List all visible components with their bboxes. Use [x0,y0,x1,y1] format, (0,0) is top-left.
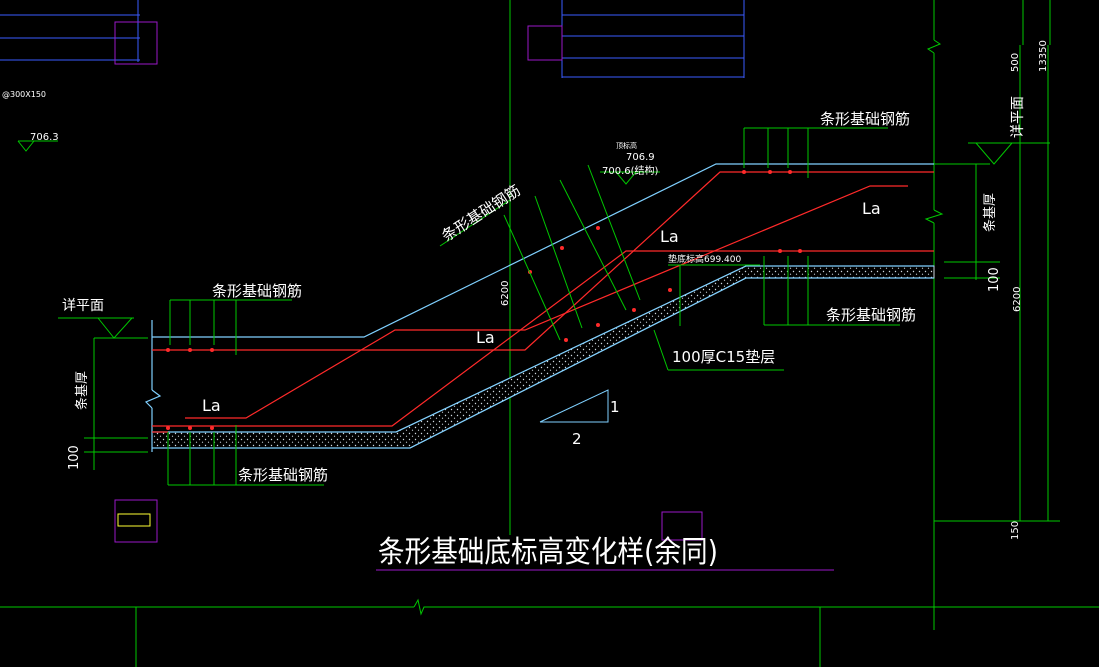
elev-top-note: 顶标高 [616,141,637,150]
la-label-3: La [476,328,495,347]
cushion-label: 100厚C15垫层 [672,348,775,366]
top-mid-magenta-box [527,25,563,61]
plan-detail-label-left: 详平面 [62,298,104,314]
elev-699-4-label: 垫底标高699.400 [668,253,741,265]
dim-6200-right: 6200 [1012,287,1023,312]
dim-100-left: 100 [67,445,82,470]
rebar-label-right-bottom: 条形基础钢筋 [826,306,916,324]
rebar-leaders [167,127,900,486]
bottom-yellow-box [117,513,151,527]
dim-500: 500 [1010,53,1021,72]
rebar-label-slope: 条形基础钢筋 [438,181,523,245]
elev-mark-706-3 [17,140,58,152]
plan-detail-label-right: 详平面 [1010,96,1026,138]
strip-thickness-left: 条基厚 [74,371,90,410]
elev-706-9-label: 706.9 [626,152,655,163]
bottom-magenta-box [114,499,158,543]
dim-150: 150 [1010,521,1021,540]
top-left-block [0,0,140,62]
plan-detail-mark-left [58,317,148,470]
top-left-magenta-box [114,21,158,65]
la-label-1: La [862,199,881,218]
footing-outline [144,163,934,452]
slope-num: 1 [610,398,620,416]
slope-triangle [539,389,609,423]
rebar-dots [166,170,802,430]
bottom-mid-magenta-box [661,511,703,541]
elev-700-6-label: 700.6(结构) [602,164,659,177]
slope-den: 2 [572,430,582,448]
drawing-title: 条形基础底标高变化样(余同) [378,535,718,570]
dim-13350: 13350 [1038,40,1049,72]
rebar-label-top-right: 条形基础钢筋 [820,110,910,128]
strip-thickness-right: 条基厚 [982,193,998,232]
la-label-4: La [202,396,221,415]
dim-100-right: 100 [987,267,1002,292]
la-label-2: La [660,227,679,246]
rebar-label-left-bottom: 条形基础钢筋 [238,466,328,484]
top-left-note: @300X150 [2,90,46,99]
rebar-label-left-top: 条形基础钢筋 [212,282,302,300]
dim-6200-mid: 6200 [500,281,511,306]
plan-detail-mark-right [934,142,1050,280]
elev-706-3-label: 706.3 [30,132,59,143]
top-right-block [561,0,745,78]
